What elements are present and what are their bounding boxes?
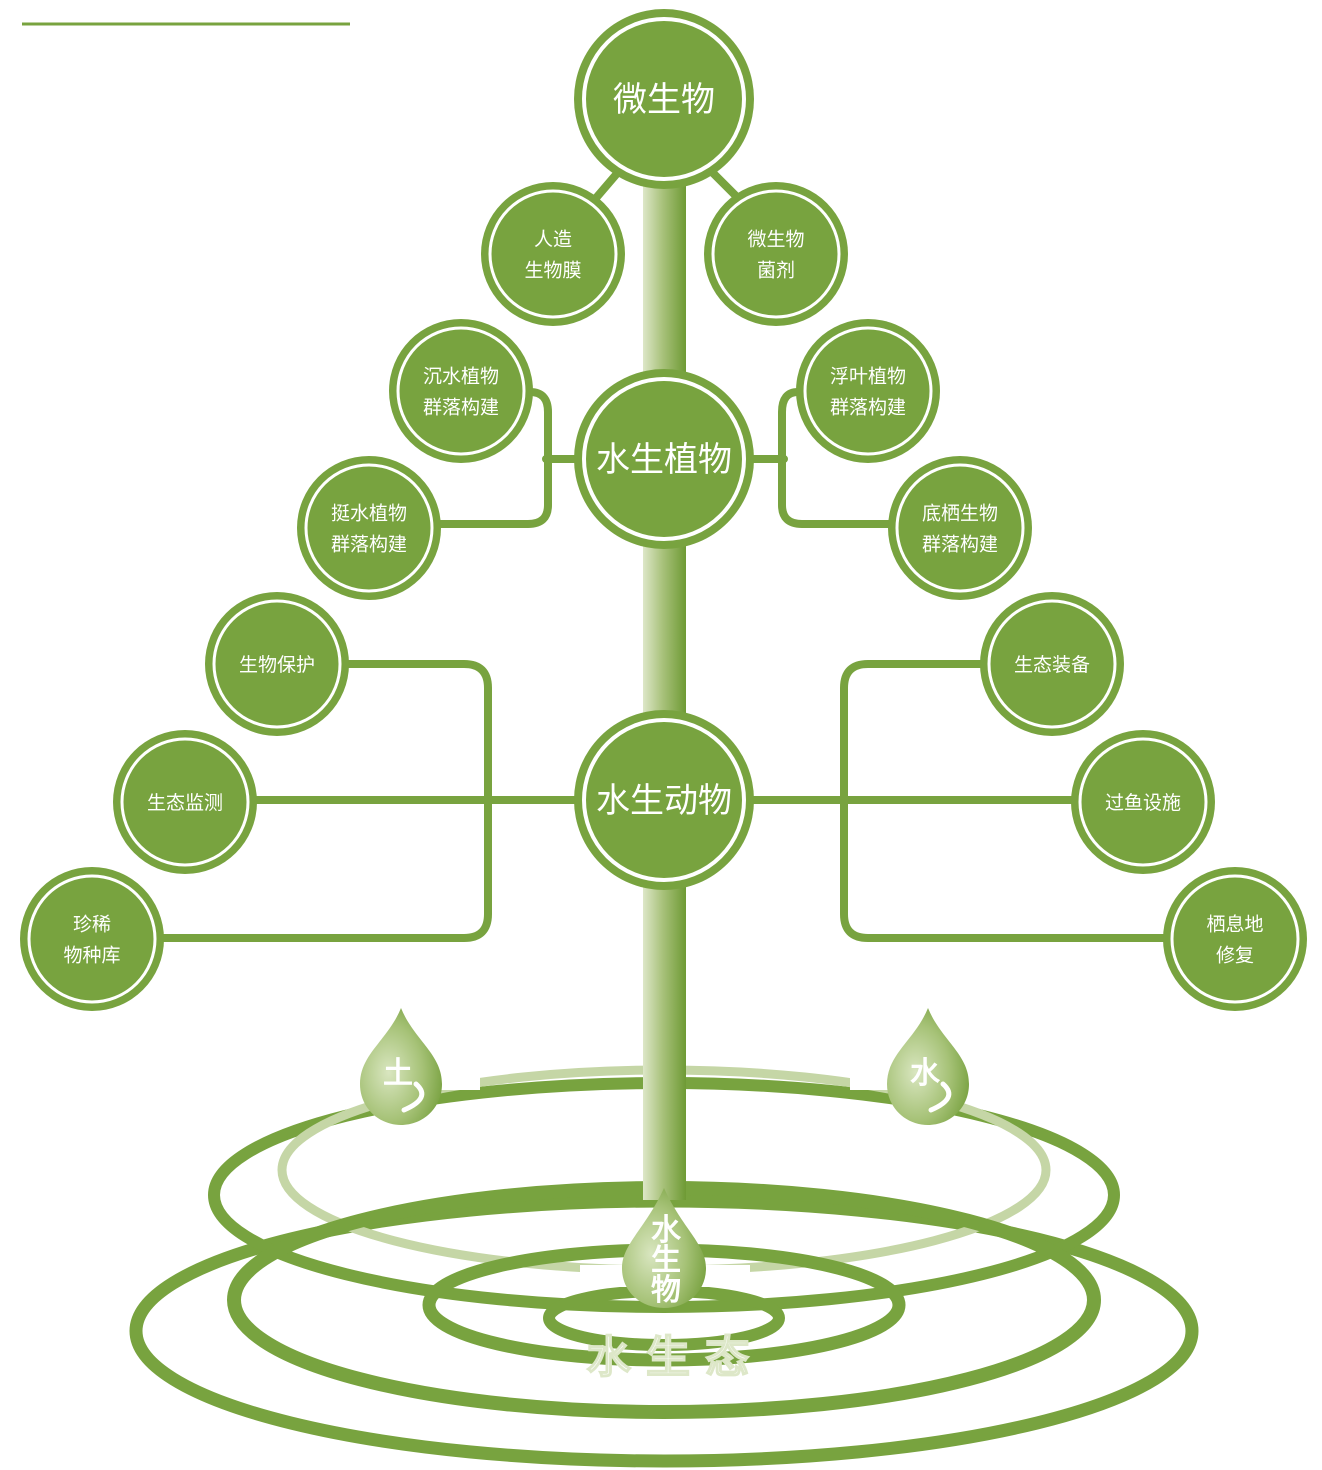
node-rare-species-bank-disc [20,867,164,1011]
connector-top-right [706,166,742,202]
node-aquatic-plants: 水生植物 [574,369,754,549]
drop-highlight [928,1081,952,1113]
node-artificial-biofilm-line-1: 人造 [534,229,572,251]
node-microbe-label: 微生物 [613,80,715,120]
node-submerged-plants-ring [396,326,526,456]
node-microbial-agent-line-2: 菌剂 [757,260,795,282]
node-floating-plants-line-2: 群落构建 [830,397,906,419]
connector-animals-left [158,660,582,942]
node-rare-species-bank-line-1: 珍稀 [73,914,111,936]
node-aquatic-plants-label: 水生植物 [596,440,732,480]
node-submerged-plants-disc [389,319,533,463]
connectors [158,166,1174,942]
node-fish-passage-disc [1071,730,1215,874]
ring-gap [440,1060,480,1090]
ring-gap [850,1060,890,1090]
node-habitat-restoration-ring [1170,874,1300,1004]
node-rare-species-bank-ring [27,874,157,1004]
base-label: 水 生 态 [587,1332,750,1383]
node-emergent-plants-line-1: 挺水植物 [331,503,407,525]
node-benthic-organisms-disc [888,456,1032,600]
node-rare-species-bank-line-2: 物种库 [63,945,120,967]
node-fish-passage: 过鱼设施 [1071,730,1215,874]
node-ecological-equipment-disc [980,592,1124,736]
node-ecological-equipment: 生态装备 [980,592,1124,736]
bio-drop-char-3: 物 [651,1273,681,1308]
node-benthic-organisms-line-1: 底栖生物 [922,503,998,525]
node-emergent-plants-line-2: 群落构建 [331,534,407,556]
bio-drop-shape [622,1188,706,1308]
connector-plants-left [434,388,582,528]
node-biological-protection-ring [212,599,342,729]
node-ecological-equipment-line-1: 生态装备 [1014,654,1090,676]
node-microbial-agent-line-1: 微生物 [747,229,804,251]
node-ecological-monitoring-line-1: 生态监测 [147,792,223,814]
node-microbe: 微生物 [574,9,754,189]
node-microbe-disc [574,9,754,189]
node-fish-passage-line-1: 过鱼设施 [1105,792,1181,814]
node-artificial-biofilm-ring [488,189,618,319]
node-floating-plants-disc [796,319,940,463]
node-habitat-restoration-disc [1163,867,1307,1011]
node-aquatic-animals-label: 水生动物 [596,781,732,821]
bio-drop-char-2: 生 [651,1243,681,1278]
node-floating-plants-ring [803,326,933,456]
node-aquatic-animals: 水生动物 [574,710,754,890]
node-aquatic-plants-ring [582,377,746,541]
node-biological-protection: 生物保护 [205,592,349,736]
node-fish-passage-ring [1078,737,1208,867]
soil-drop-label: 土 [383,1056,413,1091]
node-ecological-monitoring-ring [120,737,250,867]
node-aquatic-plants-disc [574,369,754,549]
node-biological-protection-line-1: 生物保护 [239,654,315,676]
bio-drop-char-1: 水 [651,1213,682,1248]
node-benthic-organisms-ring [895,463,1025,593]
water-drop-label: 水 [910,1056,941,1091]
node-habitat-restoration-line-1: 栖息地 [1206,914,1263,936]
node-habitat-restoration-line-2: 修复 [1216,945,1254,967]
node-submerged-plants-line-1: 沉水植物 [423,366,499,388]
node-microbe-ring [582,17,746,181]
node-ecological-monitoring-disc [113,730,257,874]
water-drop: 水 [887,1008,969,1125]
node-artificial-biofilm-line-2: 生物膜 [524,260,581,282]
node-floating-plants-line-1: 浮叶植物 [830,366,906,388]
connector-animals-right [748,660,1174,942]
node-emergent-plants-ring [304,463,434,593]
node-microbial-agent-ring [711,189,841,319]
node-emergent-plants-disc [297,456,441,600]
soil-drop: 土 [360,1008,442,1125]
node-aquatic-animals-disc [574,710,754,890]
node-ecological-equipment-ring [987,599,1117,729]
drop-highlight [401,1081,425,1113]
bio-drop: 水 生 物 [622,1188,706,1308]
node-artificial-biofilm-disc [481,182,625,326]
node-submerged-plants-line-2: 群落构建 [423,397,499,419]
trunk [643,120,686,1200]
node-ecological-monitoring: 生态监测 [113,730,257,874]
nodes: 微生物水生植物水生动物人造生物膜微生物菌剂沉水植物群落构建挺水植物群落构建浮叶植… [20,9,1307,1011]
connector-plants-right [748,388,896,528]
node-benthic-organisms-line-2: 群落构建 [922,534,998,556]
node-aquatic-animals-ring [582,718,746,882]
node-biological-protection-disc [205,592,349,736]
node-microbial-agent-disc [704,182,848,326]
